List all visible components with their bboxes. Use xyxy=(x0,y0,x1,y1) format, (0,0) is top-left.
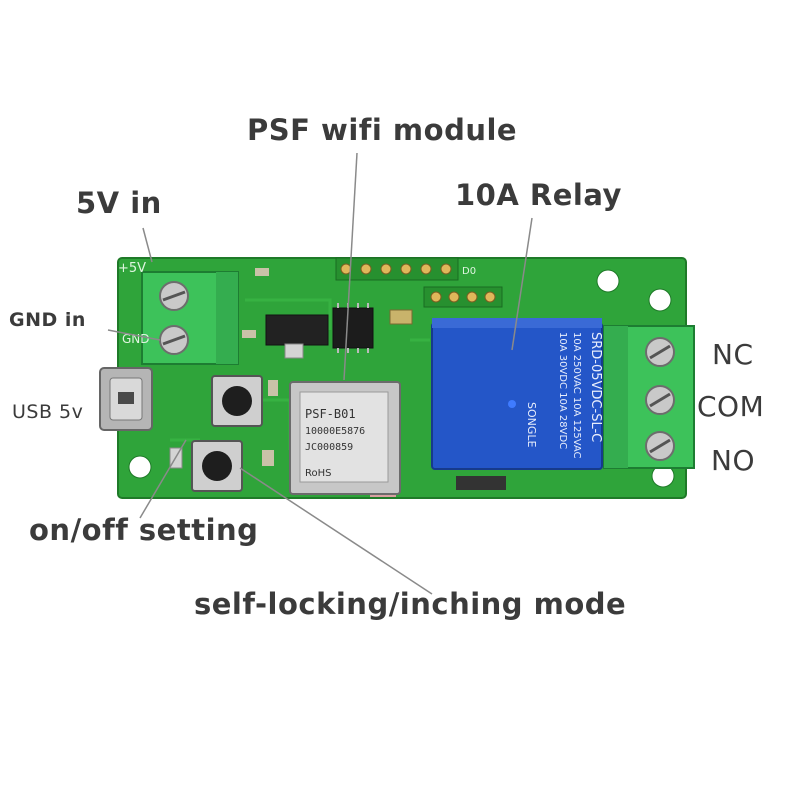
usb-port xyxy=(99,367,153,431)
on-off-button xyxy=(191,440,243,492)
driver-chip xyxy=(332,307,374,349)
callout-com: COM xyxy=(697,390,765,423)
header-pins-top xyxy=(335,257,459,281)
regulator-chip xyxy=(265,314,329,346)
module-rohs: RoHS xyxy=(305,468,331,479)
leader-lines xyxy=(107,152,533,595)
callout-relay: 10A Relay xyxy=(455,178,622,212)
callout-usb: USB 5v xyxy=(12,401,84,423)
relay-brand: SONGLE xyxy=(525,402,538,448)
relay-rating2: 10A 30VDC 10A 28VDC xyxy=(557,332,568,449)
callout-nc: NC xyxy=(712,338,754,371)
leader-power-in xyxy=(142,227,153,263)
smd-component xyxy=(389,309,413,325)
input-terminal xyxy=(141,271,239,365)
leader-mode xyxy=(239,467,433,595)
relay-model: SRD-05VDC-SL-C xyxy=(588,332,603,442)
smd-component xyxy=(284,343,304,359)
smd-component xyxy=(268,380,278,396)
silk-gnd: GND xyxy=(122,332,150,346)
module-line1: PSF-B01 xyxy=(305,407,356,421)
smd-component xyxy=(255,268,269,276)
leader-gnd xyxy=(107,329,161,341)
callout-mode: self-locking/inching mode xyxy=(194,587,627,621)
callout-power-in: 5V in xyxy=(76,186,162,220)
module-line2: 10000E5876 xyxy=(305,426,365,437)
relay-rating1: 10A 250VAC 10A 125VAC xyxy=(571,332,582,459)
relay-dot xyxy=(508,400,516,408)
callout-on-off: on/off setting xyxy=(29,513,259,547)
smd-component xyxy=(242,330,256,338)
wifi-module: PSF-B01 10000E5876 JC000859 RoHS xyxy=(289,381,401,495)
callout-gnd-in: GND in xyxy=(9,309,86,331)
mount-hole xyxy=(648,288,672,312)
output-terminal xyxy=(603,325,695,469)
smd-component xyxy=(456,476,506,490)
silk-d0: D0 xyxy=(462,266,476,277)
mount-hole xyxy=(128,455,152,479)
mount-hole xyxy=(596,269,620,293)
leader-relay xyxy=(511,217,533,351)
callout-wifi-module: PSF wifi module xyxy=(247,113,518,147)
header-pins-second xyxy=(423,286,503,308)
leader-wifi xyxy=(343,152,358,381)
mode-button xyxy=(211,375,263,427)
module-line3: JC000859 xyxy=(305,442,353,453)
relay-body: SRD-05VDC-SL-C 10A 250VAC 10A 125VAC 10A… xyxy=(431,318,603,470)
leader-on-off xyxy=(139,439,187,519)
silk-plus5v: +5V xyxy=(118,261,146,276)
callout-no: NO xyxy=(711,444,755,477)
smd-component xyxy=(262,450,274,466)
